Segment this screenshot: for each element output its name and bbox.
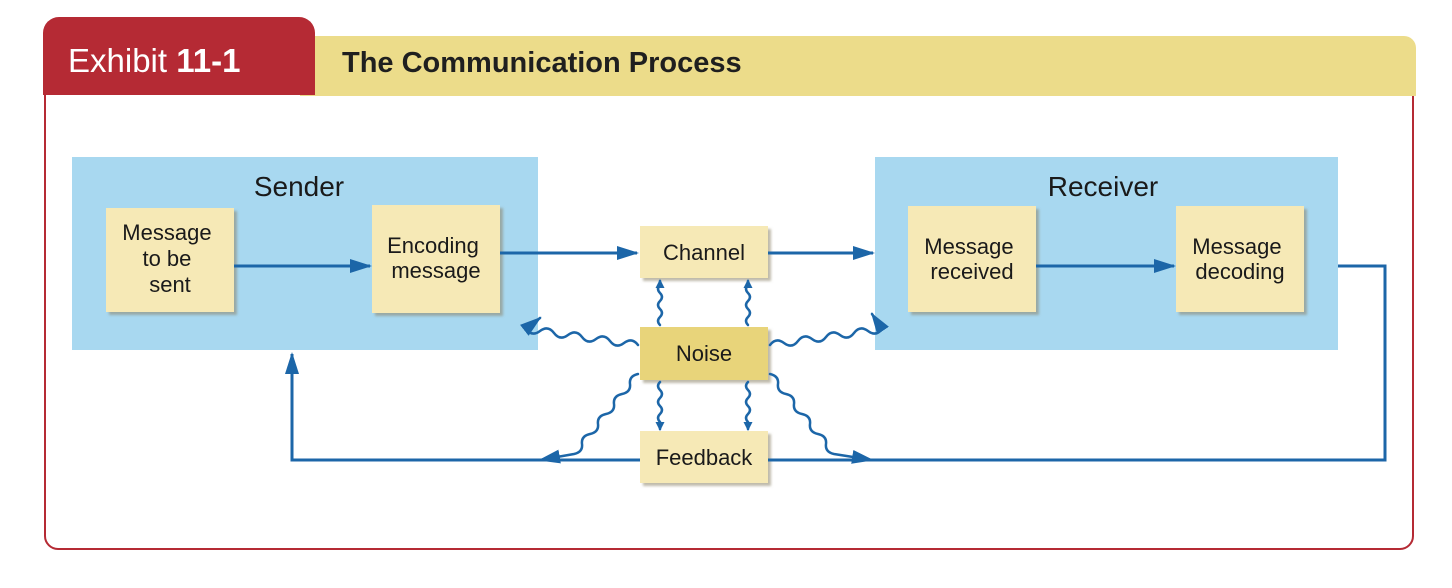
noise-wave-to-receiver <box>768 312 889 347</box>
exhibit-title: The Communication Process <box>342 47 742 79</box>
arrow-feedback-to-sender <box>285 352 640 462</box>
message-decoding-line-2: decoding <box>1195 259 1284 284</box>
message-received-line-1: Message <box>924 234 1013 259</box>
noise-box <box>640 327 768 380</box>
message-received-label: Message received <box>924 234 1019 284</box>
message-to-be-sent-line-3: sent <box>149 272 191 297</box>
channel-box <box>640 226 768 278</box>
encoding-message-line-2: message <box>391 258 480 283</box>
noise-wave-to-feedback-right <box>743 380 753 431</box>
noise-wave-to-feedback-left <box>655 380 665 431</box>
noise-wave-to-channel-left <box>655 279 665 327</box>
encoding-message-box <box>372 205 500 313</box>
noise-label: Noise <box>676 341 732 366</box>
message-received-line-2: received <box>930 259 1013 284</box>
encoding-message-line-1: Encoding <box>387 233 479 258</box>
exhibit-word: Exhibit <box>68 42 168 79</box>
sender-title: Sender <box>254 171 344 202</box>
feedback-box <box>640 431 768 483</box>
message-decoding-label: Message decoding <box>1192 234 1287 284</box>
channel-label: Channel <box>663 240 745 265</box>
message-to-be-sent-box <box>106 208 234 312</box>
message-to-be-sent-line-2: to be <box>142 246 191 271</box>
noise-wave-to-sender <box>519 316 640 347</box>
message-to-be-sent-label: Message to be sent <box>122 220 217 297</box>
feedback-label: Feedback <box>656 445 754 470</box>
noise-wave-to-feedback-lower-right <box>768 372 874 464</box>
message-decoding-box <box>1176 206 1304 312</box>
header-band <box>300 36 1416 96</box>
encoding-message-label: Encoding message <box>387 233 485 283</box>
exhibit-number: 11-1 <box>176 42 241 79</box>
noise-wave-to-channel-right <box>743 279 753 327</box>
receiver-title: Receiver <box>1048 171 1158 202</box>
feedback-loop-line <box>768 264 1387 462</box>
message-to-be-sent-line-1: Message <box>122 220 211 245</box>
message-received-box <box>908 206 1036 312</box>
message-decoding-line-1: Message <box>1192 234 1281 259</box>
noise-wave-to-feedback-lower-left <box>538 372 640 464</box>
exhibit-tab: Exhibit 11-1 <box>43 17 315 95</box>
